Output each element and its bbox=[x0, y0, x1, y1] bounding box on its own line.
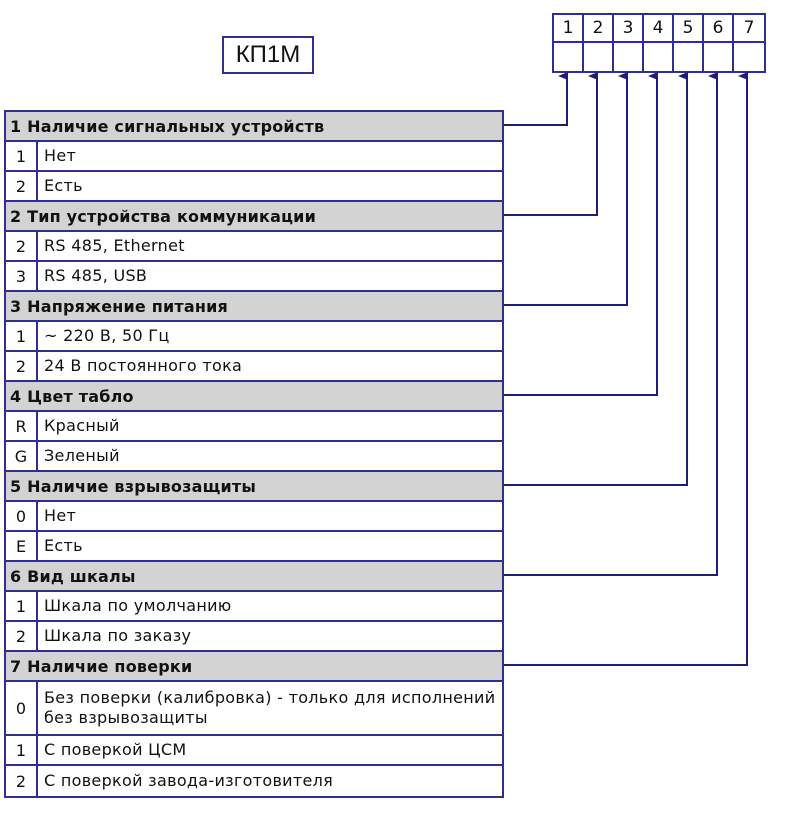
option-text: Нет bbox=[44, 146, 77, 165]
connector-line-1 bbox=[504, 72, 568, 126]
code-position-slot bbox=[554, 43, 584, 71]
connector-line-6 bbox=[504, 72, 718, 576]
option-code: R bbox=[6, 412, 38, 440]
option-text: Есть bbox=[44, 176, 83, 195]
option-row: 1 ~ 220 В, 50 Гц bbox=[6, 322, 502, 352]
code-position-label: 4 bbox=[644, 15, 674, 43]
option-code: E bbox=[6, 532, 38, 560]
option-code: 2 bbox=[6, 766, 38, 796]
option-text: Есть bbox=[44, 536, 83, 555]
option-code: 2 bbox=[6, 232, 38, 260]
group-header: 4 Цвет табло bbox=[6, 382, 502, 412]
option-text: Красный bbox=[44, 416, 120, 435]
option-row: 2 24 В постоянного тока bbox=[6, 352, 502, 382]
option-text: RS 485, Ethernet bbox=[44, 236, 185, 255]
option-row: 3 RS 485, USB bbox=[6, 262, 502, 292]
option-row: 0 Без поверки (калибровка) - только для … bbox=[6, 682, 502, 736]
code-position-grid: 1 2 3 4 5 6 7 bbox=[552, 13, 766, 73]
code-position-slot bbox=[704, 43, 734, 71]
option-code: 1 bbox=[6, 736, 38, 764]
connector-line-7 bbox=[504, 72, 748, 666]
option-row: 2 Есть bbox=[6, 172, 502, 202]
option-text: Нет bbox=[44, 506, 77, 525]
option-code: 2 bbox=[6, 172, 38, 200]
option-code: 0 bbox=[6, 502, 38, 530]
option-row: E Есть bbox=[6, 532, 502, 562]
code-position-label: 1 bbox=[554, 15, 584, 43]
group-header: 6 Вид шкалы bbox=[6, 562, 502, 592]
group-header: 7 Наличие поверки bbox=[6, 652, 502, 682]
option-row: R Красный bbox=[6, 412, 502, 442]
option-row: 2 С поверкой завода-изготовителя bbox=[6, 766, 502, 796]
option-text: RS 485, USB bbox=[44, 266, 148, 285]
option-code: 2 bbox=[6, 352, 38, 380]
group-header: 5 Наличие взрывозащиты bbox=[6, 472, 502, 502]
model-title: КП1М bbox=[222, 36, 314, 74]
option-code: 0 bbox=[6, 682, 38, 734]
connector-line-4 bbox=[504, 72, 658, 396]
connector-line-2 bbox=[504, 72, 598, 216]
option-text: 24 В постоянного тока bbox=[44, 356, 243, 375]
code-position-label: 6 bbox=[704, 15, 734, 43]
option-code: 2 bbox=[6, 622, 38, 650]
code-position-label: 5 bbox=[674, 15, 704, 43]
option-text: Шкала по умолчанию bbox=[44, 596, 232, 615]
code-position-slot bbox=[584, 43, 614, 71]
option-table: 1 Наличие сигнальных устройств 1 Нет 2 Е… bbox=[4, 110, 504, 798]
option-code: 3 bbox=[6, 262, 38, 290]
option-row: 0 Нет bbox=[6, 502, 502, 532]
option-row: 1 С поверкой ЦСМ bbox=[6, 736, 502, 766]
option-code: 1 bbox=[6, 322, 38, 350]
group-header: 1 Наличие сигнальных устройств bbox=[6, 112, 502, 142]
option-code: 1 bbox=[6, 592, 38, 620]
option-row: 1 Шкала по умолчанию bbox=[6, 592, 502, 622]
option-text: С поверкой завода-изготовителя bbox=[44, 771, 334, 790]
option-text: Зеленый bbox=[44, 446, 120, 465]
code-position-label: 7 bbox=[734, 15, 764, 43]
option-code: G bbox=[6, 442, 38, 470]
code-position-label: 2 bbox=[584, 15, 614, 43]
connector-line-3 bbox=[504, 72, 628, 306]
option-row: 2 RS 485, Ethernet bbox=[6, 232, 502, 262]
option-text: Без поверки (калибровка) - только для ис… bbox=[44, 688, 496, 727]
connector-line-5 bbox=[504, 72, 688, 486]
option-text: С поверкой ЦСМ bbox=[44, 740, 187, 759]
code-position-slot bbox=[644, 43, 674, 71]
option-row: 2 Шкала по заказу bbox=[6, 622, 502, 652]
group-header: 3 Напряжение питания bbox=[6, 292, 502, 322]
option-code: 1 bbox=[6, 142, 38, 170]
option-row: 1 Нет bbox=[6, 142, 502, 172]
option-text: Шкала по заказу bbox=[44, 626, 192, 645]
group-header: 2 Тип устройства коммуникации bbox=[6, 202, 502, 232]
code-position-slot bbox=[614, 43, 644, 71]
code-position-slot bbox=[674, 43, 704, 71]
code-position-label: 3 bbox=[614, 15, 644, 43]
option-row: G Зеленый bbox=[6, 442, 502, 472]
option-text: ~ 220 В, 50 Гц bbox=[44, 326, 170, 345]
